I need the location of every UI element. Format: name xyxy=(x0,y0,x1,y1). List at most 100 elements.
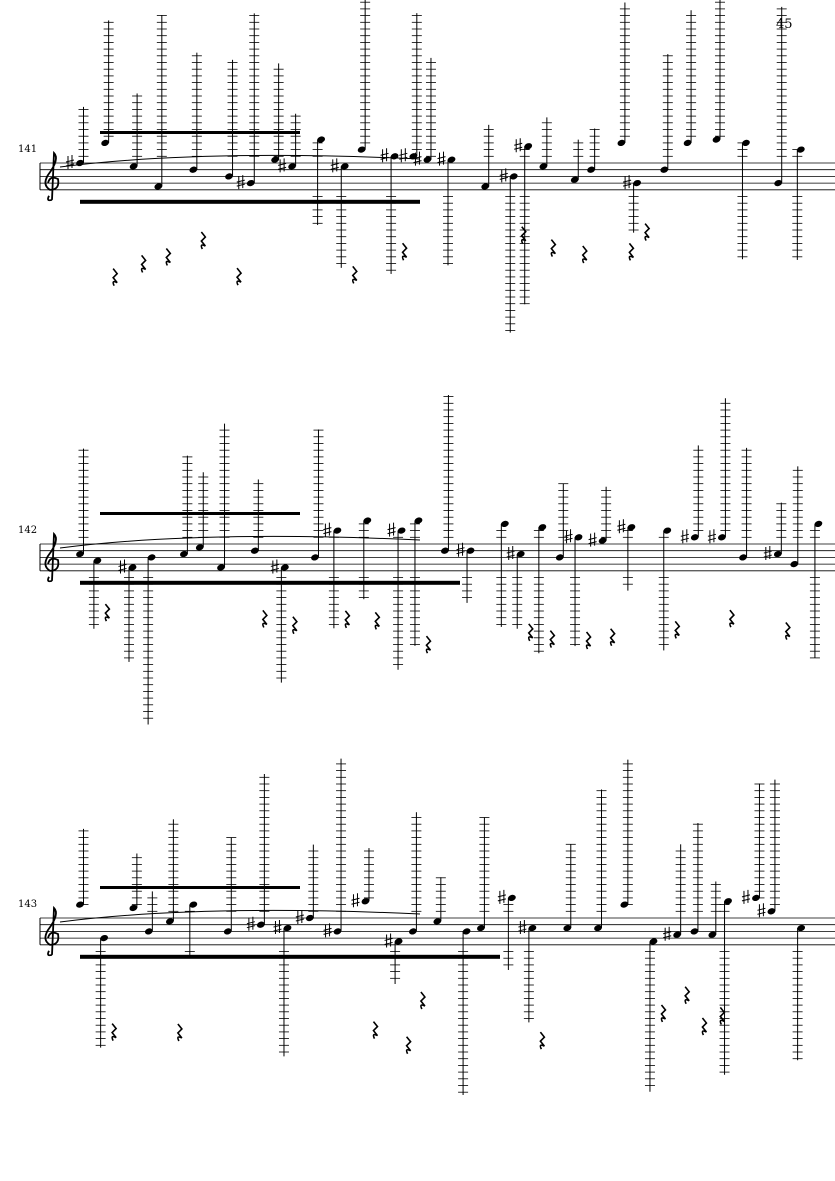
rest xyxy=(112,268,119,287)
notehead xyxy=(250,547,259,554)
sharp-accidental xyxy=(273,920,282,935)
sharp-accidental xyxy=(622,175,632,190)
notehead xyxy=(690,534,699,541)
notehead xyxy=(223,928,232,935)
notehead xyxy=(361,898,370,905)
sharp-accidental xyxy=(295,910,304,924)
notehead xyxy=(774,179,783,187)
notehead xyxy=(333,928,342,935)
notehead xyxy=(144,928,153,935)
sharp-accidental xyxy=(330,158,339,173)
rest xyxy=(784,622,791,640)
notehead xyxy=(246,179,255,187)
sharp-accidental xyxy=(499,168,508,183)
notehead xyxy=(394,938,403,945)
sharp-accidental xyxy=(514,138,523,153)
sharp-accidental xyxy=(437,151,446,166)
measure-number: 141 xyxy=(18,144,38,155)
notehead xyxy=(466,547,475,554)
rest xyxy=(235,267,243,286)
rest xyxy=(372,1021,379,1039)
notehead xyxy=(447,156,456,163)
notehead xyxy=(147,554,156,561)
notehead xyxy=(409,928,417,935)
notehead xyxy=(317,136,325,143)
notehead xyxy=(271,156,280,163)
rest xyxy=(104,603,111,622)
sharp-accidental xyxy=(757,903,766,918)
notehead xyxy=(154,183,163,190)
notehead xyxy=(217,564,225,571)
notehead xyxy=(357,146,366,153)
notehead xyxy=(333,527,342,534)
sharp-accidental xyxy=(663,926,672,941)
rest xyxy=(719,1006,726,1025)
notehead xyxy=(555,554,564,561)
notehead xyxy=(305,914,314,922)
notehead xyxy=(280,564,289,571)
rest xyxy=(425,635,432,654)
rest xyxy=(176,1023,183,1042)
notehead xyxy=(128,564,137,571)
notehead xyxy=(363,517,372,524)
notehead xyxy=(617,139,626,147)
rest xyxy=(200,231,207,250)
sharp-accidental xyxy=(323,923,332,938)
rest xyxy=(401,242,408,261)
tie xyxy=(59,909,421,923)
notehead xyxy=(767,908,776,915)
rest xyxy=(261,609,268,628)
notehead xyxy=(76,550,84,558)
notehead xyxy=(524,143,533,150)
measure-number: 143 xyxy=(18,899,38,910)
notehead xyxy=(660,166,669,173)
notehead xyxy=(129,163,138,170)
notehead xyxy=(509,173,518,180)
rest xyxy=(291,616,298,635)
rest xyxy=(644,223,651,241)
notehead xyxy=(129,904,138,912)
rest xyxy=(660,1004,667,1023)
notehead xyxy=(189,901,198,908)
sharp-accidental xyxy=(588,532,597,547)
sharp-accidental xyxy=(497,889,506,904)
notehead xyxy=(627,524,636,531)
rest xyxy=(701,1017,708,1036)
notehead xyxy=(538,524,547,531)
rest xyxy=(405,1036,412,1055)
notehead xyxy=(663,527,672,534)
notehead xyxy=(189,166,198,173)
notehead xyxy=(516,550,525,558)
notehead xyxy=(441,547,449,554)
rest xyxy=(581,245,588,264)
notehead xyxy=(195,544,204,551)
notehead xyxy=(340,163,349,170)
tie xyxy=(59,535,421,549)
notehead xyxy=(179,550,188,558)
notehead xyxy=(574,534,583,541)
beam xyxy=(100,886,300,889)
sharp-accidental xyxy=(456,542,465,557)
rest xyxy=(140,254,147,273)
notehead xyxy=(397,527,406,534)
notehead xyxy=(283,924,292,932)
notehead xyxy=(790,560,799,568)
notehead xyxy=(690,928,699,935)
notehead xyxy=(814,520,823,528)
notehead xyxy=(414,517,423,524)
rest xyxy=(549,630,556,648)
beam xyxy=(100,131,300,134)
notehead xyxy=(93,557,102,564)
notehead xyxy=(673,931,682,938)
rest xyxy=(585,631,592,650)
sharp-accidental xyxy=(518,920,527,935)
rest xyxy=(344,610,351,629)
measure-number: 142 xyxy=(18,525,38,536)
notehead xyxy=(649,938,658,945)
sharp-accidental xyxy=(564,529,573,544)
rest xyxy=(539,1031,546,1050)
sharp-accidental xyxy=(680,529,689,544)
beam xyxy=(80,580,460,585)
rest xyxy=(419,991,426,1010)
page-number: 45 xyxy=(776,17,793,32)
